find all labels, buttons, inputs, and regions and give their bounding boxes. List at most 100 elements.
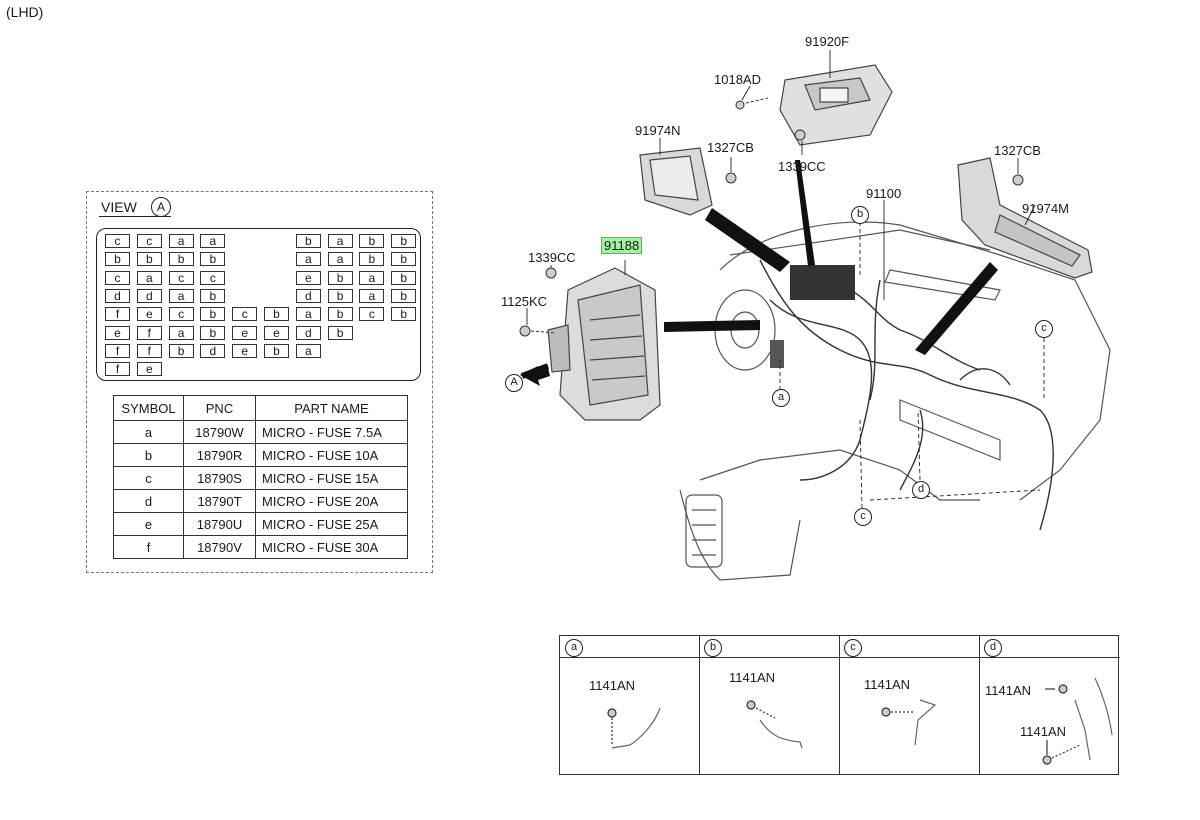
fuse-slot: f [136, 325, 162, 340]
view-title: VIEW [101, 199, 137, 215]
detail-c-header [840, 636, 979, 658]
fuse-slot: d [136, 288, 162, 303]
view-a-panel [86, 191, 433, 573]
cell-part-name: MICRO - FUSE 30A [255, 535, 408, 559]
fuse-slot: b [327, 288, 353, 303]
callout-91974m: 91974M [1022, 201, 1069, 216]
fuse-slot: c [105, 270, 130, 285]
marker-d: d [912, 481, 930, 499]
fuse-slot: b [359, 252, 385, 267]
fasteners [519, 97, 1024, 337]
detail-a: a 1141AN [560, 636, 700, 774]
fuse-slot: b [391, 288, 417, 303]
detail-d-marker: d [984, 639, 1002, 657]
fuse-slot: b [200, 325, 226, 340]
fuse-slot: a [168, 288, 194, 303]
cell-symbol: c [113, 466, 184, 490]
detail-d-label-bottom: 1141AN [1020, 724, 1067, 739]
fuse-slot: b [327, 307, 353, 322]
detail-d-label-top: 1141AN [985, 683, 1032, 698]
fuse-slot: e [136, 362, 162, 377]
fuse-slot: b [391, 252, 417, 267]
detail-b: b 1141AN [700, 636, 840, 774]
cell-pnc: 18790S [183, 466, 256, 490]
fuse-slot: e [136, 307, 162, 322]
fuse-slot: b [391, 270, 417, 285]
fuse-slot: c [105, 234, 130, 248]
fuse-slot: e [232, 343, 258, 358]
cell-pnc: 18790R [183, 443, 256, 467]
fuse-slot: b [168, 343, 194, 358]
module-91920f-shape [779, 64, 893, 146]
dashed-leader-lines [779, 222, 1045, 509]
fuse-slot: c [168, 270, 194, 285]
fuse-slot: b [136, 252, 162, 267]
marker-b: b [851, 206, 869, 224]
cell-pnc: 18790T [183, 489, 256, 513]
cell-part-name: MICRO - FUSE 10A [255, 443, 408, 467]
detail-d: d 1141AN 1141AN [980, 636, 1120, 774]
fuse-slot: b [200, 288, 226, 303]
fuse-slot: b [105, 252, 130, 267]
junction-box-91188-shape [547, 267, 661, 421]
callout-1339cc-top: 1339CC [778, 159, 826, 174]
fuse-slot: c [232, 307, 258, 322]
fuse-slot: a [168, 325, 194, 340]
bracket-91974n-shape [639, 147, 713, 216]
fuse-slot: b [327, 270, 353, 285]
detail-b-marker: b [704, 639, 722, 657]
fuse-slot: a [168, 234, 194, 248]
callout-91974n: 91974N [635, 123, 681, 138]
marker-c-bottom: c [854, 508, 872, 526]
fuse-slot: a [295, 343, 321, 358]
fuse-slot: e [295, 270, 321, 285]
fuse-slot: a [327, 252, 353, 267]
callout-1339cc-left: 1339CC [528, 250, 576, 265]
cell-symbol: b [113, 443, 184, 467]
fuse-slot: b [200, 307, 226, 322]
fuse-slot: b [391, 234, 417, 248]
fuse-slot: b [391, 307, 417, 322]
pointer-wedges [664, 160, 998, 355]
table-header-row: SYMBOL PNC PART NAME [113, 395, 408, 421]
detail-c: c 1141AN [840, 636, 980, 774]
fuse-slot: a [295, 252, 321, 267]
fuse-slot: e [105, 325, 130, 340]
fuse-slot: c [200, 270, 226, 285]
fuse-slot: f [105, 362, 130, 377]
detail-d-header [980, 636, 1120, 658]
detail-a-header [560, 636, 699, 658]
fuse-slot: c [359, 307, 385, 322]
fuse-slot: f [105, 343, 130, 358]
fuse-slot: a [295, 307, 321, 322]
cell-part-name: MICRO - FUSE 25A [255, 512, 408, 536]
fuse-slot: a [136, 270, 162, 285]
header-part-name: PART NAME [255, 395, 408, 421]
detail-a-label: 1141AN [589, 678, 636, 693]
callout-1327cb-right: 1327CB [994, 143, 1041, 158]
fuse-slot: b [327, 325, 353, 340]
fuse-slot: b [264, 307, 289, 322]
drive-label: (LHD) [6, 4, 44, 20]
header-pnc: PNC [183, 395, 256, 421]
fuse-slot: a [359, 270, 385, 285]
detail-c-marker: c [844, 639, 862, 657]
leader-lines [526, 50, 1036, 325]
cell-symbol: f [113, 535, 184, 559]
callout-91100: 91100 [866, 186, 902, 201]
fuse-slot: d [200, 343, 226, 358]
cell-part-name: MICRO - FUSE 15A [255, 466, 408, 490]
view-underline [99, 216, 171, 217]
detail-views: a 1141AN b 1141AN c 1141AN d 1141AN 1141… [559, 635, 1120, 775]
callout-1125kc: 1125KC [501, 294, 548, 309]
detail-b-header [700, 636, 839, 658]
marker-c-right: c [1035, 320, 1053, 338]
callout-1327cb-left: 1327CB [707, 140, 754, 155]
fuse-slot: a [200, 234, 226, 248]
cell-pnc: 18790V [183, 535, 256, 559]
